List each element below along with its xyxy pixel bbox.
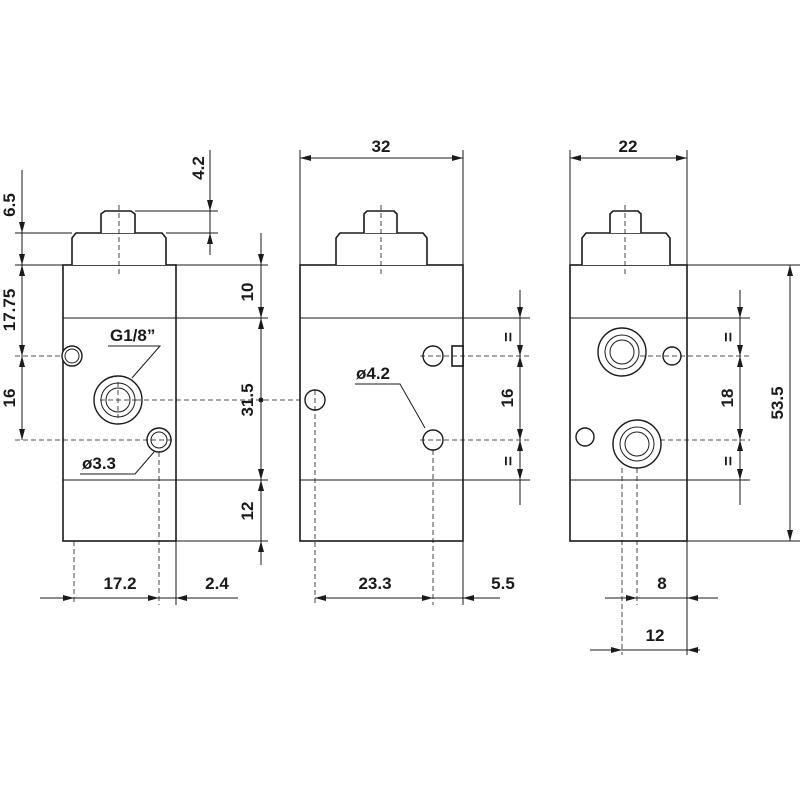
right-view-body: [569, 264, 688, 542]
dim-label-22: 22: [619, 137, 638, 156]
dim-label-23-3: 23.3: [358, 574, 391, 593]
arrow-8-b: [687, 595, 698, 601]
dim-label-12-left: 12: [238, 502, 257, 521]
right-port-bottom-inner: [619, 426, 655, 462]
arrow-53-5-b: [787, 530, 793, 541]
arrow-r-e: [737, 440, 743, 451]
dim-label-10: 10: [238, 283, 257, 302]
middle-view-body: [299, 264, 464, 542]
arrow-12-a: [258, 480, 264, 491]
arrow-r-c: [737, 356, 743, 367]
hole-label-d42: ø4.2: [356, 364, 390, 383]
arrow-22-b: [676, 155, 687, 161]
arrow-10-a: [258, 254, 264, 265]
right-view-plunger: [609, 210, 642, 233]
dim-label-16-left: 16: [0, 389, 19, 408]
leader-d42: [355, 383, 426, 429]
arrow-32-a: [300, 155, 311, 161]
dim-label-18: 18: [718, 389, 737, 408]
left-view: 6.5 4.2 17.75 16 10 31.5 12 17.2 2.4 G1/…: [0, 150, 300, 605]
arrow-6-5-a: [19, 222, 25, 233]
left-port-g18-bore: [105, 387, 131, 413]
dim-label-eq-right-bottom: =: [719, 456, 738, 466]
arrow-r-a: [737, 307, 743, 318]
arrow-m-b: [517, 345, 523, 356]
dim-label-17-2: 17.2: [103, 574, 136, 593]
dim-label-eq-right-top: =: [719, 332, 738, 342]
right-small-hole-left: [575, 427, 595, 447]
leader-g18: [108, 345, 162, 379]
arrow-53-5-a: [787, 265, 793, 276]
arrow-23-3-b: [422, 595, 433, 601]
arrow-m-e: [517, 440, 523, 451]
left-center-dot: [258, 397, 264, 403]
arrow-6-5-b: [19, 254, 25, 265]
arrow-m-a: [517, 307, 523, 318]
leader-d33: [80, 451, 155, 475]
right-port-top-bore: [609, 339, 635, 365]
arrow-r-b: [737, 345, 743, 356]
arrow-31-5-a: [258, 318, 264, 329]
arrow-16-b: [19, 429, 25, 440]
right-view: 22 18 = = 53.5 8 12: [569, 137, 800, 655]
arrow-16-a: [19, 356, 25, 367]
dim-label-2-4: 2.4: [205, 574, 229, 593]
arrow-17-2-b: [148, 595, 159, 601]
dim-label-17-75: 17.75: [0, 289, 19, 332]
arrow-8-a: [626, 595, 637, 601]
dim-label-53-5: 53.5: [768, 386, 787, 419]
right-port-bottom-bore: [624, 431, 650, 457]
dim-label-eq-middle-top: =: [499, 332, 518, 342]
dim-label-16-middle: 16: [498, 389, 517, 408]
dim-label-eq-middle-bottom: =: [499, 456, 518, 466]
arrow-r-d: [737, 429, 743, 440]
arrow-2-4-b: [176, 595, 187, 601]
port-label-g18: G1/8”: [110, 326, 155, 345]
dim-label-31-5: 31.5: [238, 383, 257, 416]
middle-view: 32 16 = = 23.3 5.5 ø4.2: [299, 137, 530, 605]
right-view-cap: [581, 232, 671, 265]
arrow-r-f: [737, 469, 743, 480]
arrow-17-75-a: [19, 265, 25, 276]
arrow-4-2-a: [207, 200, 213, 211]
dim-label-32: 32: [372, 137, 391, 156]
arrow-12-b: [258, 541, 264, 552]
middle-view-plunger: [363, 210, 398, 233]
arrow-10-b: [258, 307, 264, 318]
right-port-top-inner: [604, 334, 640, 370]
arrow-5-5-b: [463, 595, 474, 601]
dim-label-5-5: 5.5: [491, 574, 515, 593]
dim-label-12-right: 12: [646, 626, 665, 645]
arrow-17-75-b: [19, 345, 25, 356]
arrow-22-a: [570, 155, 581, 161]
arrow-m-d: [517, 429, 523, 440]
arrow-31-5-b: [258, 469, 264, 480]
left-view-plunger: [100, 210, 136, 233]
arrow-32-b: [452, 155, 463, 161]
arrow-12r-a: [611, 647, 622, 653]
dim-label-8: 8: [657, 574, 666, 593]
arrow-m-c: [517, 356, 523, 367]
arrow-4-2-b: [207, 233, 213, 244]
dim-label-4-2: 4.2: [189, 156, 208, 180]
arrow-m-f: [517, 469, 523, 480]
left-small-hole-top-inner: [64, 348, 80, 364]
middle-view-cap: [335, 232, 428, 265]
hole-label-d33: ø3.3: [82, 454, 116, 473]
arrow-12r-b: [687, 647, 698, 653]
dim-label-6-5: 6.5: [0, 193, 19, 217]
arrow-17-2-a: [63, 595, 74, 601]
arrow-23-3-a: [315, 595, 326, 601]
